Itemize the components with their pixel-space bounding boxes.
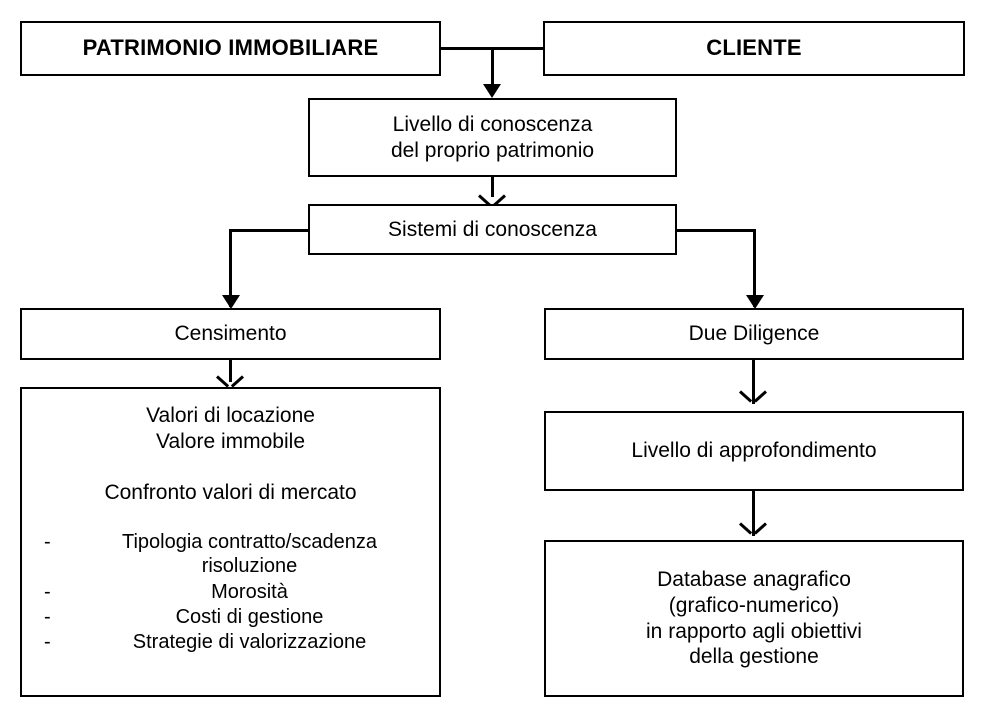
node-sistemi-di-conoscenza[interactable]: Sistemi di conoscenza [308, 204, 677, 255]
list-item-label: Strategie di valorizzazione [132, 631, 367, 654]
bullet-dash: - [44, 530, 51, 553]
node-dettagli-censimento[interactable]: Valori di locazione Valore immobile Conf… [20, 387, 441, 697]
list-item: - Strategie di valorizzazione [44, 630, 429, 654]
node-patrimonio-immobiliare-label: PATRIMONIO IMMOBILIARE [82, 35, 379, 61]
node-database-anagrafico-label: Database anagrafico (grafico-numerico) i… [646, 568, 862, 669]
list-item-label: Morosità [211, 580, 288, 603]
list-item-label: Costi di gestione [175, 606, 324, 628]
node-database-anagrafico[interactable]: Database anagrafico (grafico-numerico) i… [544, 540, 964, 697]
node-sistemi-di-conoscenza-label: Sistemi di conoscenza [388, 217, 597, 241]
node-due-diligence[interactable]: Due Diligence [544, 308, 964, 360]
arrowhead-to-censimento [222, 295, 240, 309]
node-cliente[interactable]: CLIENTE [543, 21, 965, 76]
node-livello-di-conoscenza-label: Livello di conoscenza del proprio patrim… [390, 112, 595, 162]
node-censimento[interactable]: Censimento [20, 308, 441, 360]
node-cliente-label: CLIENTE [706, 35, 802, 61]
node-patrimonio-immobiliare[interactable]: PATRIMONIO IMMOBILIARE [20, 21, 441, 76]
node-livello-di-approfondimento-label: Livello di approfondimento [631, 439, 877, 463]
dettagli-heading-confronto: Confronto valori di mercato [104, 481, 357, 505]
connector-headers-vertical [491, 47, 494, 95]
arrowhead-to-database [742, 514, 764, 536]
list-item: - Tipologia contratto/scadenza risoluzio… [44, 530, 429, 579]
arrowhead-to-dettagli [219, 367, 241, 389]
bullet-dash: - [44, 631, 51, 654]
list-item-label: Tipologia contratto/scadenza risoluzione [122, 530, 377, 578]
connector-sistemi-right-vertical [753, 229, 756, 307]
connector-sistemi-left-horizontal [229, 229, 311, 232]
arrowhead-to-livello-conoscenza [483, 84, 501, 98]
list-item: - Morosità [44, 580, 429, 604]
bullet-dash: - [44, 580, 51, 603]
node-censimento-label: Censimento [174, 322, 287, 346]
arrowhead-to-approfondimento [742, 382, 764, 404]
list-item: - Costi di gestione [44, 605, 429, 629]
dettagli-heading-valori: Valori di locazione Valore immobile [146, 404, 315, 453]
node-livello-di-approfondimento[interactable]: Livello di approfondimento [544, 411, 964, 491]
node-due-diligence-label: Due Diligence [688, 322, 820, 346]
connector-sistemi-left-vertical [229, 229, 232, 307]
dettagli-bullet-list: - Tipologia contratto/scadenza risoluzio… [22, 530, 439, 655]
bullet-dash: - [44, 606, 51, 628]
node-livello-di-conoscenza[interactable]: Livello di conoscenza del proprio patrim… [308, 98, 677, 177]
connector-sistemi-right-horizontal [674, 229, 756, 232]
arrowhead-to-due-diligence [746, 295, 764, 309]
